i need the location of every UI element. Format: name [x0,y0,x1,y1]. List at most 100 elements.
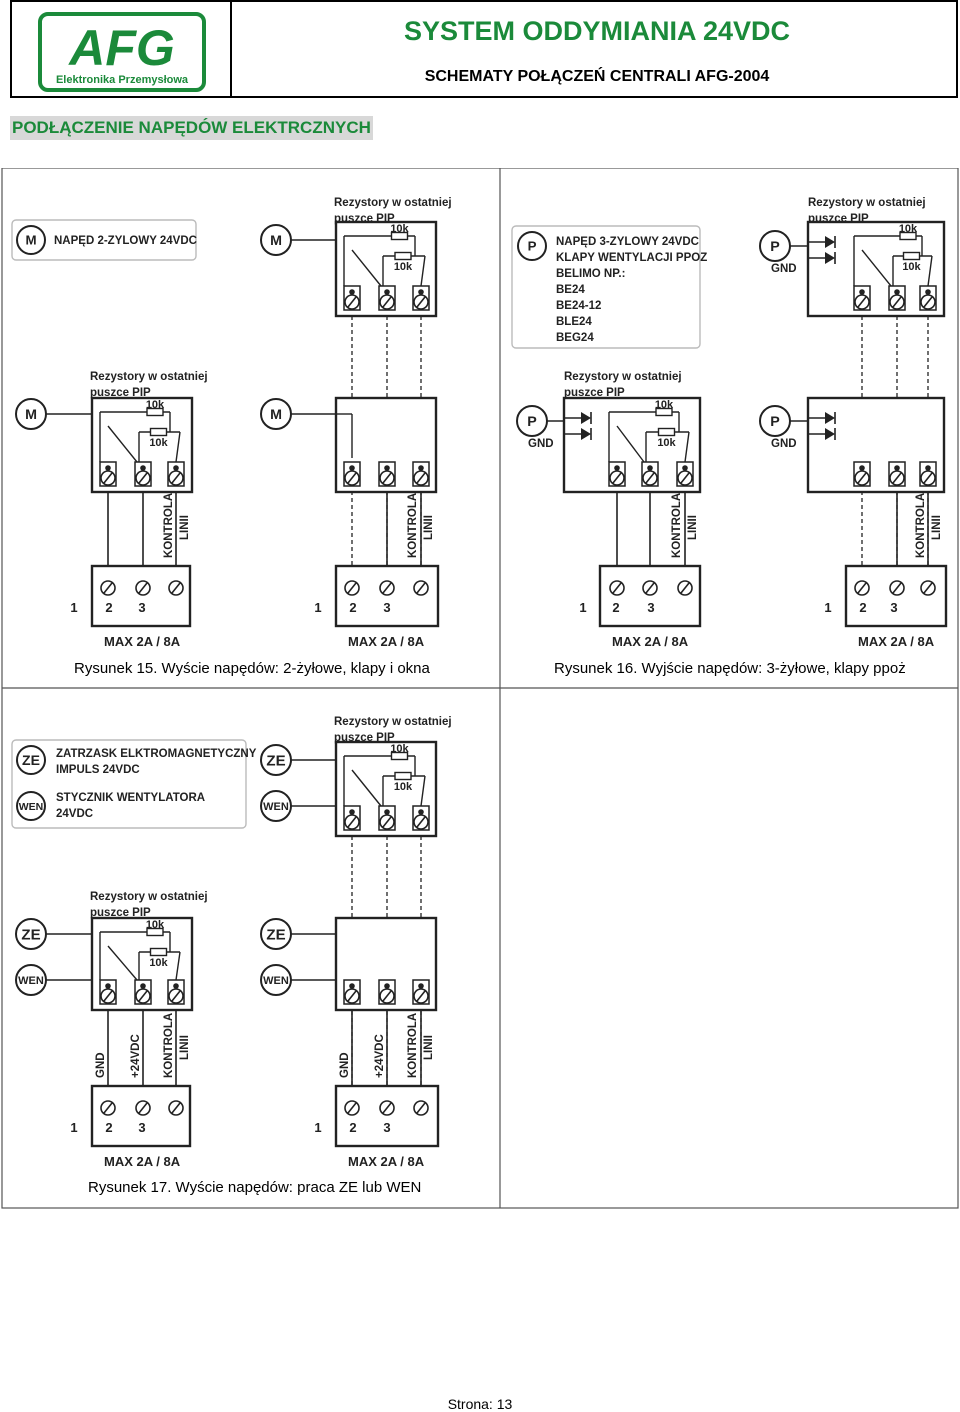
fig15-pip-br-terminal-screw-2-slot [382,472,392,484]
fig15-pip-top-terminal-dot-2 [384,289,390,295]
fig15-central-bl-terminal-num-3: 3 [138,600,145,615]
fig17-rez-top-line1: Rezystory w ostatniej [334,716,452,728]
fig15-pip-bl-resistor-1 [146,407,164,417]
fig17-bl-pip-terminal-screw-2-slot [138,990,148,1002]
fig15-central-bl [90,564,192,628]
fig17-br-pip-terminal-dot-1 [349,983,355,989]
fig16-central-bl-terminal-num-3: 3 [647,600,654,615]
fig17-legend-ze-label: ZE [22,752,40,768]
fig15-motor-top-label: M [270,233,282,249]
fig15-central-br-screw-3-slot [416,582,426,594]
fig16-br-pip-terminal-screw-1-slot [857,472,867,484]
fig17-rez-bl-line2: puszce PIP [90,907,151,919]
fig17-kontrola-bl: KONTROLA [163,1013,175,1078]
fig17-top-ze-label: ZE [266,752,285,769]
fig17-central-bl-rating: MAX 2A / 8A [104,1154,181,1169]
fig15-motor-bl-label: M [25,407,37,423]
fig17-central-bl-screw-2-slot [138,1102,148,1114]
fig15-legend-motor-label: M [25,233,36,248]
fig17-top-pip-res-label-1: 10k [390,743,409,755]
fig16-central-bl-screw-3-slot [680,582,690,594]
fig17-top-pip-resistor-1 [390,751,409,761]
fig16-top-gnd: GND [771,263,797,275]
fig15-pip-top-terminal-screw-2-slot [382,296,392,308]
fig16-central-br-screw-2-slot [892,582,902,594]
fig16-top-pip-terminal-dot-3 [925,289,931,295]
fig15-legend-text: NAPĘD 2-ZYLOWY 24VDC [54,235,197,247]
fig16-legend-line7: BEG24 [556,332,594,344]
fig17-central-br-terminal-num-3: 3 [383,1120,390,1135]
fig17-top-pip-terminal-dot-3 [418,809,424,815]
fig17-legend-line2: IMPULS 24VDC [56,764,140,776]
fig17-bl-pip-resistor-2 [149,947,168,957]
fig16-top-pip-resistor-2 [902,251,921,261]
fig16-legend-actuator-symbol [517,231,547,261]
fig16-top-actuator-label: P [770,239,780,255]
fig17-bl-pip-res-label-1: 10k [146,919,165,931]
fig17-top-pip-terminal-screw-1-slot [347,816,357,828]
fig15-rez-bl-line1: Rezystory w ostatniej [90,371,208,383]
fig17-central-br-screw-3-slot [416,1102,426,1114]
diagram-frame [1,168,959,1209]
fig15-central-br-rating: MAX 2A / 8A [348,634,425,649]
fig17-legend-wen-label: WEN [19,801,44,813]
fig17-br-ze-label: ZE [266,926,285,943]
fig16-central-bl-screw-2-slot [645,582,655,594]
fig17-legend-line3: STYCZNIK WENTYLATORA [56,792,205,804]
fig17-top-pip-terminal-dot-2 [384,809,390,815]
fig15-central-bl-rating: MAX 2A / 8A [104,634,181,649]
fig15-central-bl-screw-3-slot [171,582,181,594]
fig15-pip-top-wire [351,249,382,287]
page-header: AFG Elektronika Przemysłowa SYSTEM ODDYM… [10,0,958,98]
fig17-bl-pip-res-label-2: 10k [149,957,168,969]
fig17-bl-wen-label: WEN [18,975,44,987]
fig15-pip-bl-terminal-dot-3 [173,465,179,471]
fig16-central-br-terminal-num-1: 1 [824,600,831,615]
fig16-br-pip-terminal-dot-2 [894,465,900,471]
fig15-pip-top-terminal-dot-1 [349,289,355,295]
fig16-top-pip-terminal-dot-2 [894,289,900,295]
fig17-24v-bl: +24VDC [130,1034,142,1078]
fig16-bl-diode-1 [581,412,591,424]
fig16-top-diode-2 [825,252,835,264]
fig17-central-bl [90,1084,192,1148]
fig16-bl-actuator-label: P [527,414,537,430]
fig17-bl-pip-terminal-dot-3 [173,983,179,989]
page-number: Strona: 13 [447,1396,513,1412]
fig15-central-bl-screw-1-slot [103,582,113,594]
fig16-central-bl-rating: MAX 2A / 8A [612,634,689,649]
fig17-br-pip-terminal-dot-3 [418,983,424,989]
fig17-central-br-rating: MAX 2A / 8A [348,1154,425,1169]
fig17-top-wen-label: WEN [263,801,289,813]
fig16-top-pip-wire [861,249,892,287]
fig17-legend-line4: 24VDC [56,808,93,820]
fig17-central-br-screw-1-slot [347,1102,357,1114]
fig17-top-pip-resistor-2 [394,771,412,781]
fig16-br-pip-terminal-dot-3 [925,465,931,471]
fig15-rez-bl-line2: puszce PIP [90,387,151,399]
fig17-gnd-bl: GND [95,1052,107,1078]
fig16-legend-line3: BELIMO NP.: [556,268,625,280]
fig15-central-bl-terminal-num-1: 1 [70,600,77,615]
page-title: SYSTEM ODDYMIANIA 24VDC [403,16,791,46]
fig17-legend-wen-symbol [16,791,46,821]
fig17-top-pip-terminal-dot-1 [349,809,355,815]
fig16-bl-pip-terminal-dot-1 [614,465,620,471]
fig15-pip-bl-terminal-dot-2 [140,465,146,471]
fig15-pip-bl-wire [175,431,181,463]
fig17-central-bl-screw-1-slot [103,1102,113,1114]
fig16-legend [511,225,701,349]
fig16-br-pip-terminal-dot-1 [859,465,865,471]
fig15-pip-bl-terminal-screw-3-slot [171,472,181,484]
fig15-pip-br-terminal-dot-2 [384,465,390,471]
fig15-linii-bl: LINII [179,515,191,540]
fig16-top-pip-res-label-2: 10k [902,261,921,273]
fig17-br-pip-terminal-dot-2 [384,983,390,989]
fig16-central-bl [598,564,702,628]
fig15-pip-br-terminal-dot-3 [418,465,424,471]
fig16-kontrola-bl: KONTROLA [671,493,683,558]
fig17-bl-pip-terminal-screw-1-slot [103,990,113,1002]
fig15-pip-top-terminal-dot-3 [418,289,424,295]
fig16-central-bl-screw-1-slot [612,582,622,594]
